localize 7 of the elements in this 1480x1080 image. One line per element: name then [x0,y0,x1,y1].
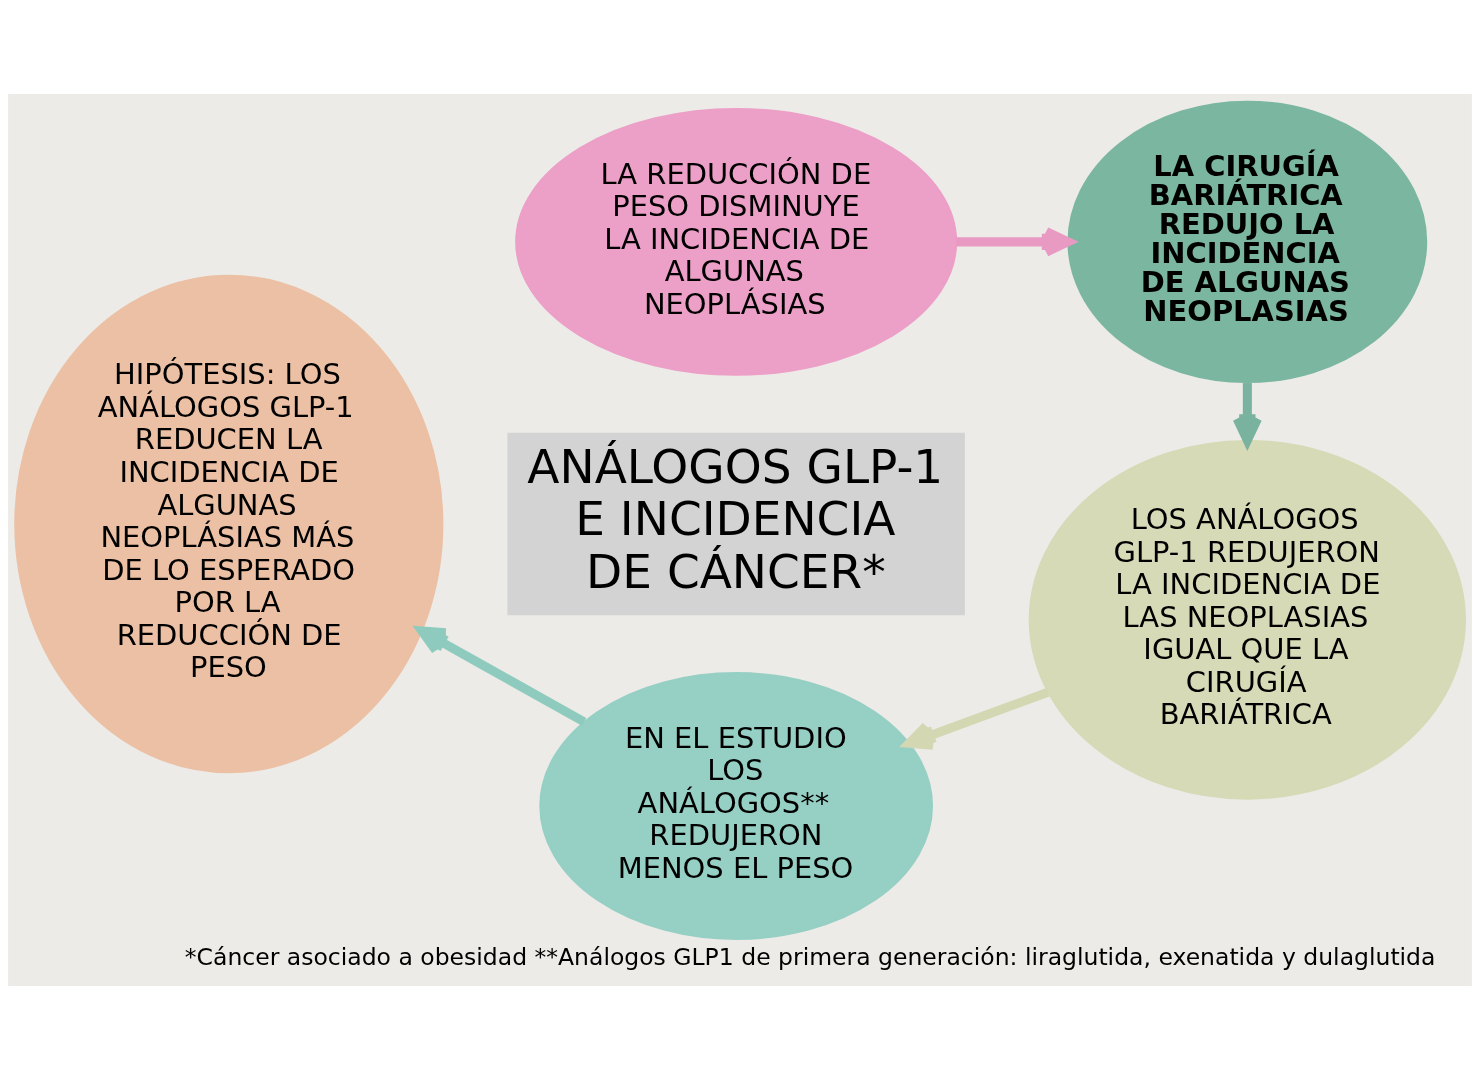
node-ellipse: EN EL ESTUDIO LOS ANÁLOGOS** REDUJERON MENOS EL PESO [539,672,934,940]
node-ellipse: HIPÓTESIS: LOS ANÁLOGOS GLP-1 REDUCEN LA INCIDENCIA DE ALGUNAS NEOPLÁSIAS MÁS DE LO ESPERADO POR LA REDUCCIÓN DE PESO [14,274,444,774]
node-ellipse: LA REDUCCIÓN DE PESO DISMINUYE LA INCIDENCIA DE ALGUNAS NEOPLÁSIAS [515,107,958,376]
node-ellipse: LOS ANÁLOGOS GLP-1 REDUJERON LA INCIDENCIA DE LAS NEOPLASIAS IGUAL QUE LA CIRUGÍA BARIÁTRICA [1028,439,1466,800]
diagram-title: ANÁLOGOS GLP-1 E INCIDENCIA DE CÁNCER* [527,438,944,599]
caption: *Cáncer asociado a obesidad **Análogos GLP1 de primera generación: liraglutida, exenatida y dulaglutida [184,943,1436,972]
node-ellipse: LA CIRUGÍA BARIÁTRICA REDUJO LA INCIDENCIA DE ALGUNAS NEOPLASIAS [1067,100,1428,383]
